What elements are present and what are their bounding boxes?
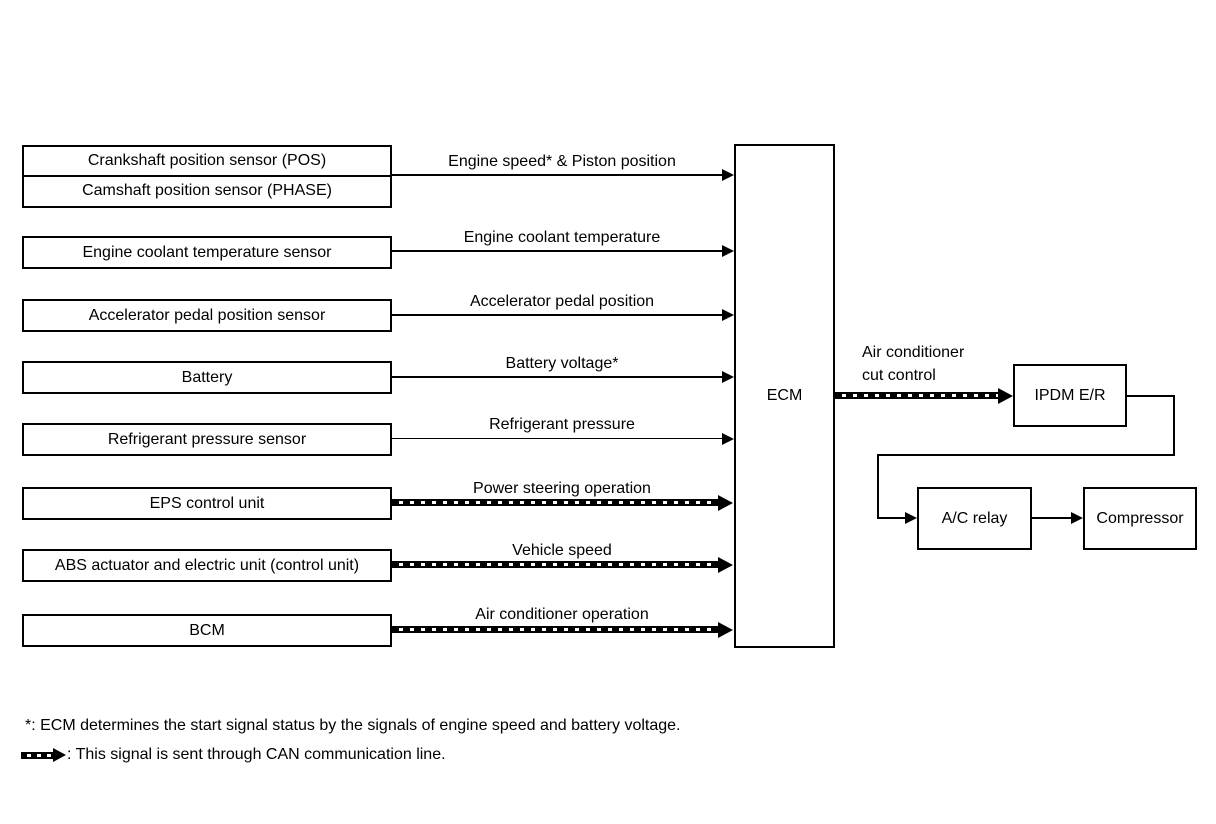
arrow-head-icon bbox=[905, 512, 917, 524]
arrow-head-icon bbox=[722, 371, 734, 383]
source-box-battery: Battery bbox=[22, 361, 392, 394]
arrow-head-icon bbox=[722, 433, 734, 445]
can-line-icon bbox=[21, 751, 53, 759]
signal-arrow-accelerator bbox=[392, 314, 722, 316]
signal-label-power-steering: Power steering operation bbox=[473, 480, 651, 497]
source-label-crankshaft: Crankshaft position sensor (POS) bbox=[24, 147, 390, 177]
arrow-head-icon bbox=[722, 169, 734, 181]
signal-label-engine-speed: Engine speed* & Piston position bbox=[448, 153, 676, 170]
signal-arrow-refrigerant bbox=[392, 438, 722, 439]
note-can-legend: : This signal is sent through CAN commun… bbox=[21, 746, 446, 764]
source-box-coolant-sensor: Engine coolant temperature sensor bbox=[22, 236, 392, 269]
can-signal-arrow-ac-operation bbox=[392, 626, 718, 633]
source-box-eps: EPS control unit bbox=[22, 487, 392, 520]
arrow-head-icon bbox=[718, 495, 733, 511]
source-box-accelerator-sensor: Accelerator pedal position sensor bbox=[22, 299, 392, 332]
signal-label-battery-voltage: Battery voltage* bbox=[505, 355, 619, 372]
signal-label-accelerator: Accelerator pedal position bbox=[469, 293, 655, 310]
connector-line bbox=[877, 517, 907, 519]
signal-label-coolant-temp: Engine coolant temperature bbox=[463, 229, 661, 246]
arrow-head-icon bbox=[722, 245, 734, 257]
source-box-bcm: BCM bbox=[22, 614, 392, 647]
note-asterisk: *: ECM determines the start signal statu… bbox=[25, 717, 681, 734]
connector-line bbox=[877, 454, 879, 518]
connector-line bbox=[1127, 395, 1175, 397]
cut-control-label-line1: Air conditioner bbox=[862, 344, 965, 361]
arrow-head-icon bbox=[718, 622, 733, 638]
signal-label-vehicle-speed: Vehicle speed bbox=[512, 542, 612, 559]
ipdm-er-box: IPDM E/R bbox=[1013, 364, 1127, 427]
arrow-head-icon bbox=[998, 388, 1013, 404]
ac-relay-box: A/C relay bbox=[917, 487, 1032, 550]
connector-line bbox=[1173, 395, 1175, 456]
can-signal-arrow-power-steering bbox=[392, 499, 718, 506]
arrow-head-icon bbox=[1071, 512, 1083, 524]
connector-line bbox=[1032, 517, 1072, 519]
compressor-box: Compressor bbox=[1083, 487, 1197, 550]
can-arrow-cut-control bbox=[835, 392, 998, 399]
signal-arrow-engine-speed bbox=[392, 174, 722, 176]
cut-control-label-line2: cut control bbox=[862, 367, 936, 384]
connector-line bbox=[877, 454, 1175, 456]
source-box-crankshaft-camshaft: Crankshaft position sensor (POS) Camshaf… bbox=[22, 145, 392, 208]
source-label-camshaft: Camshaft position sensor (PHASE) bbox=[82, 182, 332, 200]
signal-arrow-battery-voltage bbox=[392, 376, 722, 378]
can-legend-text: : This signal is sent through CAN commun… bbox=[67, 746, 446, 763]
can-signal-arrow-vehicle-speed bbox=[392, 561, 718, 568]
signal-label-refrigerant: Refrigerant pressure bbox=[489, 416, 635, 433]
signal-arrow-coolant-temp bbox=[392, 250, 722, 252]
signal-label-ac-operation: Air conditioner operation bbox=[475, 606, 649, 623]
arrow-head-icon bbox=[718, 557, 733, 573]
arrow-head-icon bbox=[53, 748, 66, 762]
arrow-head-icon bbox=[722, 309, 734, 321]
source-box-refrigerant-sensor: Refrigerant pressure sensor bbox=[22, 423, 392, 456]
ecm-box: ECM bbox=[734, 144, 835, 648]
cut-control-label: Air conditioner cut control bbox=[862, 341, 964, 387]
source-box-abs: ABS actuator and electric unit (control … bbox=[22, 549, 392, 582]
